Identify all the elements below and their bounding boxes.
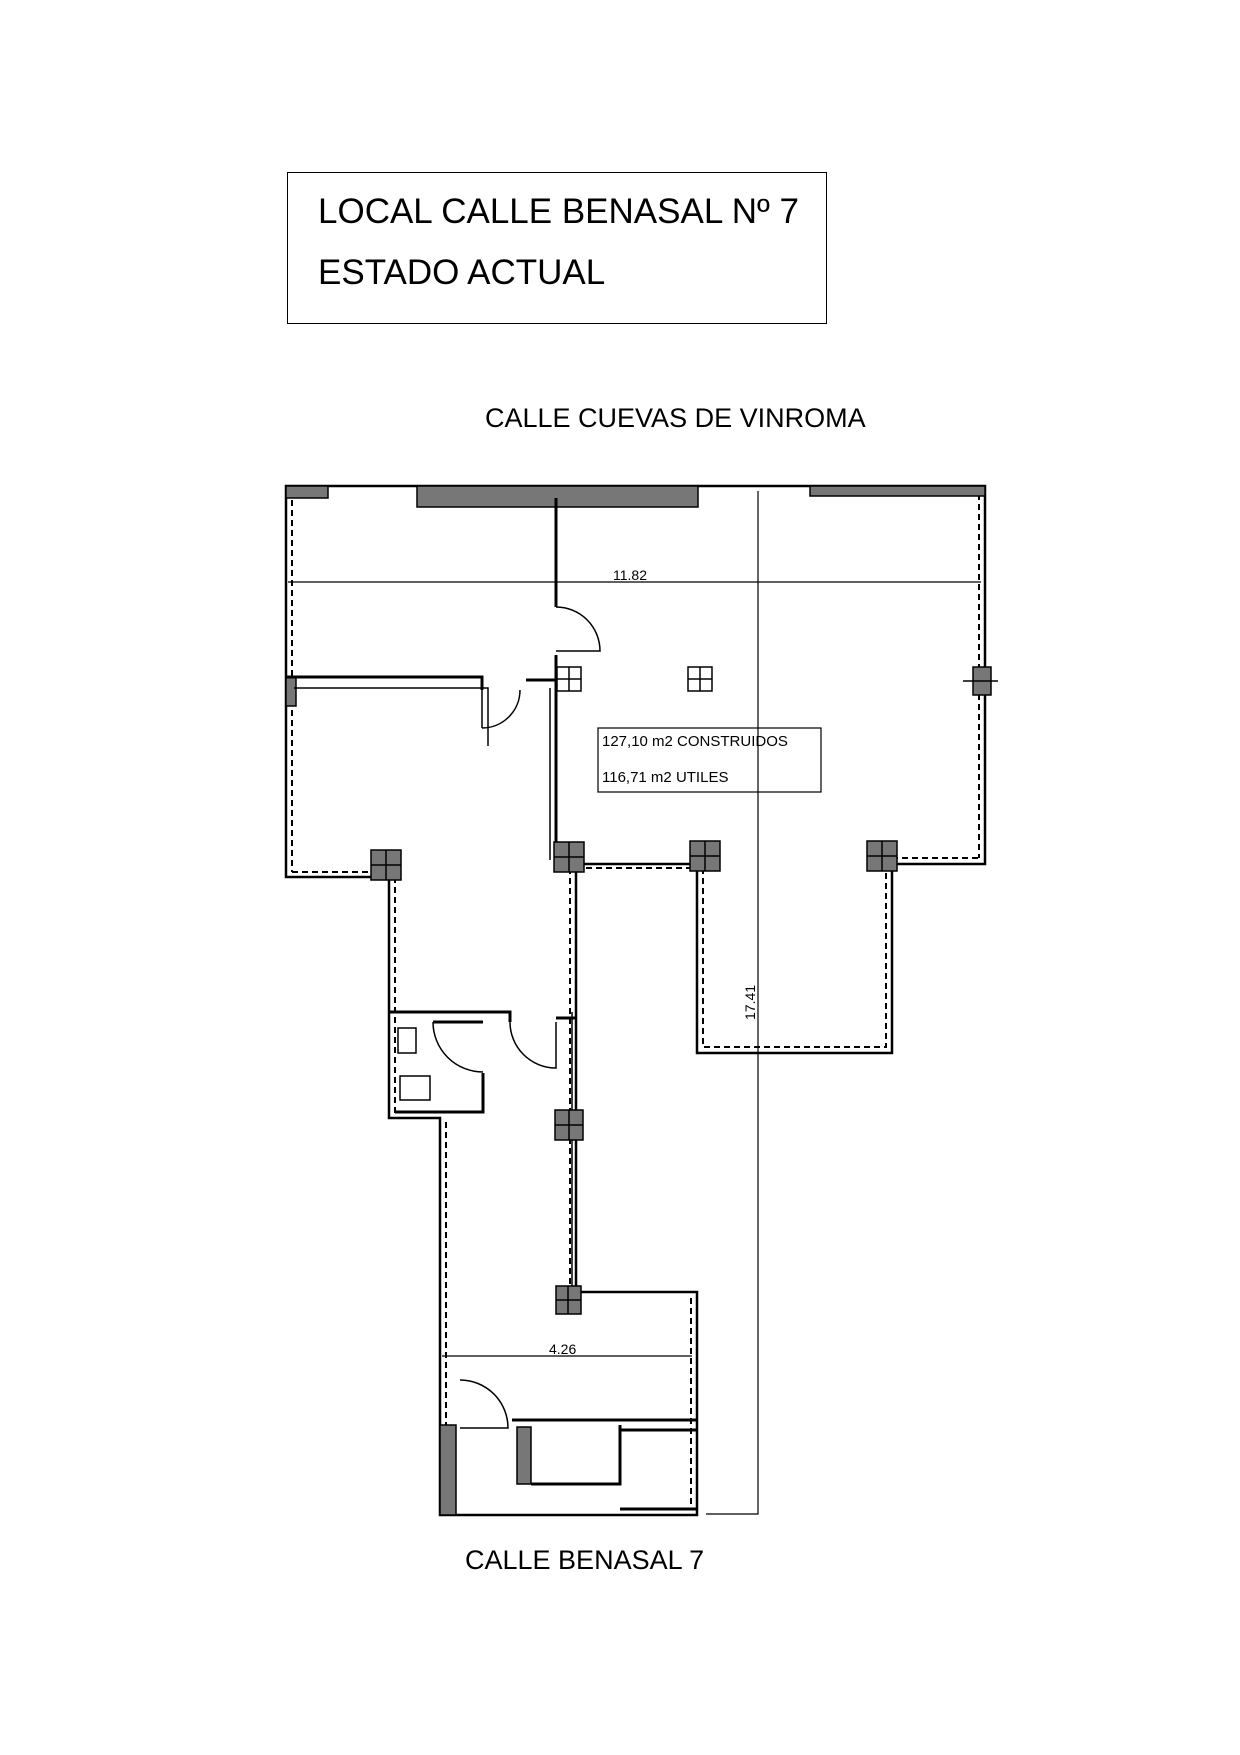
partition-bath-inner <box>395 1020 485 1114</box>
partition-counter <box>531 1425 622 1486</box>
column-outline <box>556 666 582 692</box>
facade-pier-1 <box>285 485 329 499</box>
column <box>963 666 998 696</box>
partition-closet <box>620 1428 697 1511</box>
dimension-rear-label: 4.26 <box>549 1341 576 1357</box>
facade-pier-2 <box>809 485 986 497</box>
partition-mass-left <box>285 676 297 707</box>
column <box>554 1109 584 1141</box>
door-swing-corridor <box>509 1021 557 1069</box>
title-block: LOCAL CALLE BENASAL Nº 7 ESTADO ACTUAL <box>287 172 827 324</box>
dashed-wall-south-segment <box>576 857 979 869</box>
counter-mass <box>516 1426 532 1485</box>
usable-area-label: 116,71 m2 UTILES <box>602 769 728 786</box>
street-label-bottom: CALLE BENASAL 7 <box>465 1545 705 1575</box>
exterior-wall-outline <box>284 484 987 1517</box>
rear-wall-mass <box>439 1424 457 1516</box>
door-swing-bath <box>432 1021 484 1073</box>
column <box>866 840 898 872</box>
area-box <box>597 727 822 793</box>
dimension-width-label: 11.82 <box>613 567 647 583</box>
column <box>370 849 402 881</box>
plan-title: LOCAL CALLE BENASAL Nº 7 <box>318 192 799 231</box>
dashed-wall-projection <box>702 868 887 1048</box>
column <box>553 841 585 873</box>
street-label-top: CALLE CUEVAS DE VINROMA <box>485 403 866 433</box>
door-swing-room <box>481 689 521 729</box>
column <box>555 1285 582 1315</box>
door-swing-north <box>555 606 601 652</box>
partition-thin-1 <box>294 687 489 746</box>
dimension-depth-label: 17.41 <box>742 985 758 1020</box>
bathtub <box>397 1027 417 1054</box>
door-swing-entrance <box>459 1379 509 1429</box>
washbasin <box>399 1075 431 1101</box>
dimension-line-depth <box>706 491 759 1515</box>
built-area-label: 127,10 m2 CONSTRUIDOS <box>602 733 788 750</box>
columns <box>370 666 998 1315</box>
partition-north-room <box>286 675 484 690</box>
column-outline <box>687 666 713 692</box>
column <box>689 840 721 872</box>
partition-bath <box>389 1010 512 1022</box>
plan-subtitle: ESTADO ACTUAL <box>318 253 606 292</box>
